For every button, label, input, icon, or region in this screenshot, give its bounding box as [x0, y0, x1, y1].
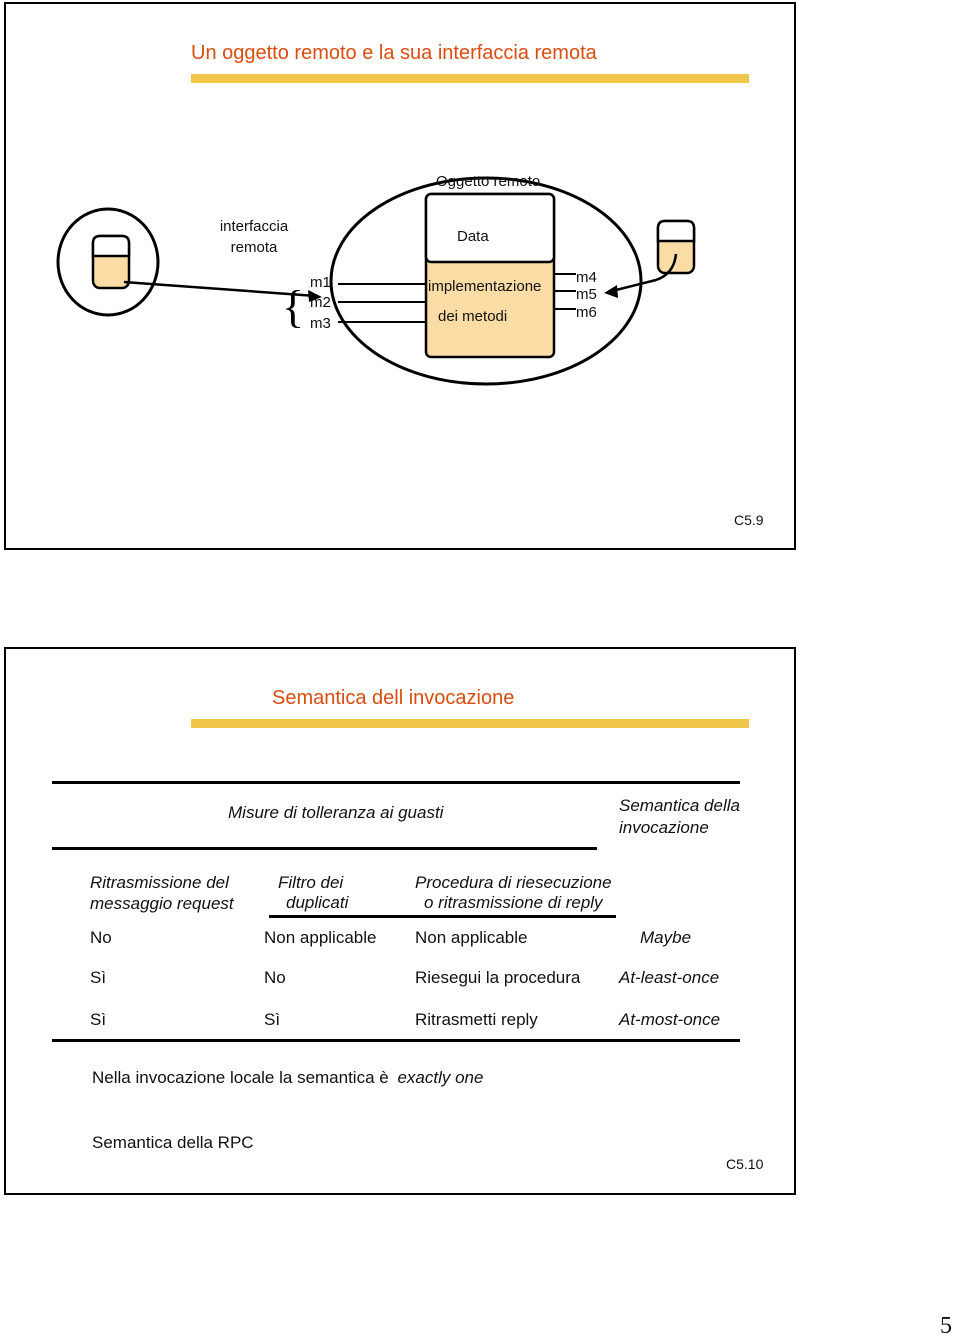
interface-label: interfaccia remota — [219, 218, 289, 256]
method-m2: m2 — [310, 294, 331, 311]
table-cell: Riesegui la procedura — [415, 968, 581, 987]
right-container-icon — [656, 219, 696, 275]
left-container-icon — [91, 234, 131, 290]
col-header-filter-1: Filtro dei — [278, 873, 344, 892]
slide-code: C5.9 — [734, 512, 764, 528]
footer-label: Semantica della RPC — [92, 1133, 254, 1152]
remote-object-diagram: { — [56, 176, 696, 386]
data-box — [424, 192, 556, 264]
client-ellipse — [56, 207, 160, 317]
remote-object-label: Oggetto remoto — [436, 173, 541, 190]
group-rule — [52, 847, 597, 850]
table-cell: No — [90, 928, 112, 947]
header-semantics-line1: Semantica della — [619, 796, 740, 815]
method-m6: m6 — [576, 304, 597, 321]
table-bottom-rule — [52, 1039, 740, 1042]
table-cell: At-least-once — [619, 968, 720, 987]
method-m3: m3 — [310, 315, 331, 332]
col-header-procedure-1: Procedura di riesecuzione — [415, 873, 612, 892]
table-cell: Non applicable — [415, 928, 528, 947]
impl-label-line2: dei metodi — [438, 308, 508, 325]
table-cell: Sì — [90, 968, 107, 987]
note-text: Nella invocazione locale la semantica è — [92, 1068, 389, 1087]
table-top-rule — [52, 781, 740, 784]
table-cell: At-most-once — [619, 1010, 721, 1029]
local-invocation-note: Nella invocazione locale la semantica è … — [92, 1068, 483, 1088]
col-header-retransmission-1: Ritrasmissione del — [90, 873, 229, 892]
col-header-retransmission-2: messaggio request — [90, 894, 234, 913]
slide-title: Un oggetto remoto e la sua interfaccia r… — [191, 42, 597, 64]
method-m5: m5 — [576, 286, 597, 303]
table-cell: Sì — [264, 1010, 281, 1029]
slide-invocation-semantics: Semantica dell invocazione Misure di tol… — [4, 647, 796, 1195]
slide-code: C5.10 — [726, 1156, 764, 1172]
col-header-procedure-2: o ritrasmissione di reply — [424, 893, 603, 912]
slide-title: Semantica dell invocazione — [272, 687, 515, 709]
header-semantics-line2: invocazione — [619, 818, 709, 837]
subheader-rule — [269, 915, 616, 918]
col-header-filter-2: duplicati — [286, 893, 349, 912]
table-cell: Ritrasmetti reply — [415, 1010, 538, 1029]
table-cell: Maybe — [640, 928, 692, 947]
title-underline — [191, 74, 749, 83]
slide-remote-object: Un oggetto remoto e la sua interfaccia r… — [4, 2, 796, 550]
title-underline — [191, 719, 749, 728]
method-m1: m1 — [310, 274, 331, 291]
table-cell: Non applicable — [264, 928, 377, 947]
svg-text:{: { — [282, 281, 304, 332]
page-number: 5 — [940, 1313, 952, 1339]
remote-object-ellipse — [329, 176, 643, 386]
data-label: Data — [457, 228, 489, 245]
table-cell: No — [264, 968, 286, 987]
note-emphasis: exactly one — [397, 1068, 484, 1087]
header-fault-tolerance: Misure di tolleranza ai guasti — [228, 803, 444, 822]
impl-label-line1: implementazione — [428, 278, 542, 295]
method-m4: m4 — [576, 269, 597, 286]
table-cell: Sì — [90, 1010, 107, 1029]
